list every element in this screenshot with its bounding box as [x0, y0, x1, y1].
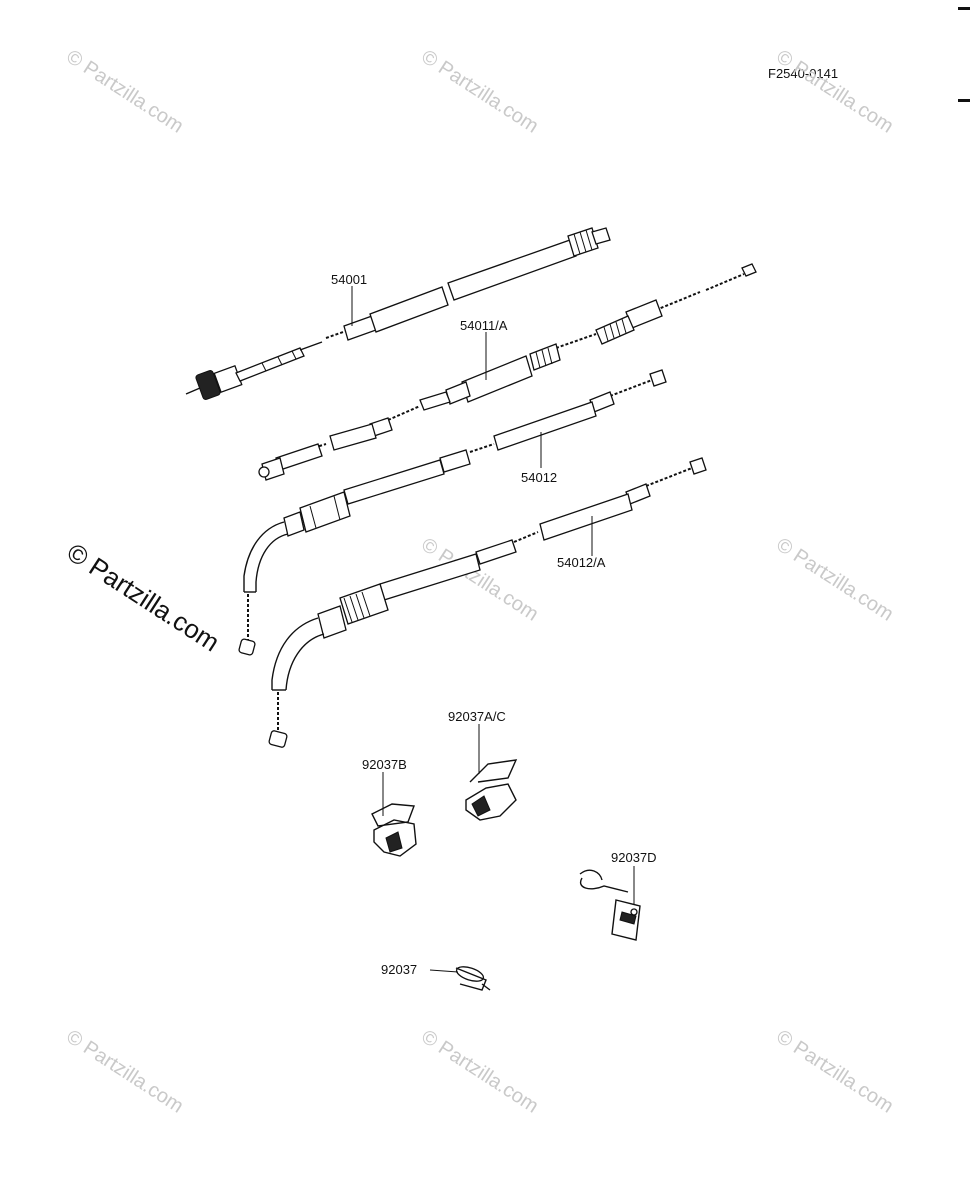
edge-mark-top: [958, 7, 970, 10]
cable-54011A: [258, 263, 757, 481]
label-92037: 92037: [381, 962, 417, 977]
clamp-92037: [455, 966, 491, 991]
label-54012A: 54012/A: [557, 555, 606, 570]
label-92037AC: 92037A/C: [448, 709, 506, 724]
figure-code: F2540-0141: [768, 66, 838, 81]
watermark: © Partzilla.com: [62, 1026, 187, 1118]
watermark: © Partzilla.com: [417, 46, 542, 138]
watermark: © Partzilla.com: [417, 1026, 542, 1118]
clamp-92037B: [371, 803, 417, 857]
clamp-92037AC: [465, 759, 518, 821]
label-92037B: 92037B: [362, 757, 407, 772]
watermark: © Partzilla.com: [772, 534, 897, 626]
label-54011A: 54011/A: [460, 318, 508, 333]
watermark: © Partzilla.com: [62, 46, 187, 138]
cable-54012A: [268, 457, 707, 748]
watermark: © Partzilla.com: [772, 46, 897, 138]
watermark: © Partzilla.com: [772, 1026, 897, 1118]
watermark-dark: © Partzilla.com: [62, 537, 225, 658]
cable-54012: [238, 369, 667, 656]
watermarks: © Partzilla.com © Partzilla.com © Partzi…: [62, 46, 898, 1118]
cable-54001: [185, 227, 611, 400]
leader-lines: [351, 286, 635, 973]
label-54001: 54001: [331, 272, 367, 287]
clamp-92037D: [579, 869, 641, 941]
label-54012: 54012: [521, 470, 557, 485]
edge-mark-bottom: [958, 99, 970, 102]
label-92037D: 92037D: [611, 850, 657, 865]
